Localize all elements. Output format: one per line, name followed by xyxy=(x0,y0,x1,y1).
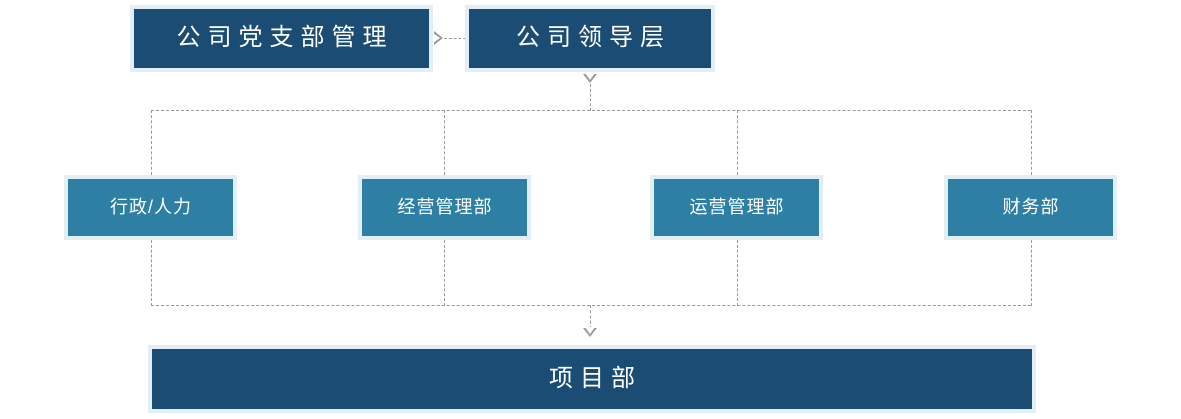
node-business-mgmt[interactable]: 经营管理部 xyxy=(358,175,531,240)
connector-drop-operations-mgmt xyxy=(737,110,738,175)
node-leadership-label: 公司领导层 xyxy=(516,24,671,52)
node-admin-hr-label: 行政/人力 xyxy=(109,196,192,217)
node-operations-mgmt-label: 运营管理部 xyxy=(689,196,785,217)
node-finance[interactable]: 财务部 xyxy=(944,175,1117,240)
connector-drop-finance xyxy=(1031,110,1032,175)
node-project-dept[interactable]: 项目部 xyxy=(148,345,1036,413)
node-leadership[interactable]: 公司领导层 xyxy=(465,5,715,72)
arrow-down-icon-leadership xyxy=(583,73,597,83)
connector-level2-bottom-bus xyxy=(151,305,1031,306)
node-finance-label: 财务部 xyxy=(1002,196,1060,217)
arrow-down-icon-project-dept xyxy=(583,327,597,337)
connector-riser-business-mgmt xyxy=(444,240,445,306)
arrow-right-icon xyxy=(433,31,443,45)
node-operations-mgmt[interactable]: 运营管理部 xyxy=(650,175,823,240)
connector-drop-business-mgmt xyxy=(444,110,445,175)
connector-drop-admin-hr xyxy=(151,110,152,175)
node-party-branch-label: 公司党支部管理 xyxy=(176,24,394,52)
node-party-branch[interactable]: 公司党支部管理 xyxy=(130,5,433,72)
node-business-mgmt-label: 经营管理部 xyxy=(397,196,493,217)
node-project-dept-label: 项目部 xyxy=(549,364,642,392)
node-admin-hr[interactable]: 行政/人力 xyxy=(64,175,237,240)
connector-leadership-to-party-branch xyxy=(444,38,466,39)
connector-project-dept-drop xyxy=(590,305,591,329)
connector-riser-finance xyxy=(1031,240,1032,306)
connector-leadership-drop xyxy=(590,84,591,111)
connector-level2-top-bus xyxy=(151,110,1031,111)
connector-riser-admin-hr xyxy=(151,240,152,306)
connector-riser-operations-mgmt xyxy=(737,240,738,306)
